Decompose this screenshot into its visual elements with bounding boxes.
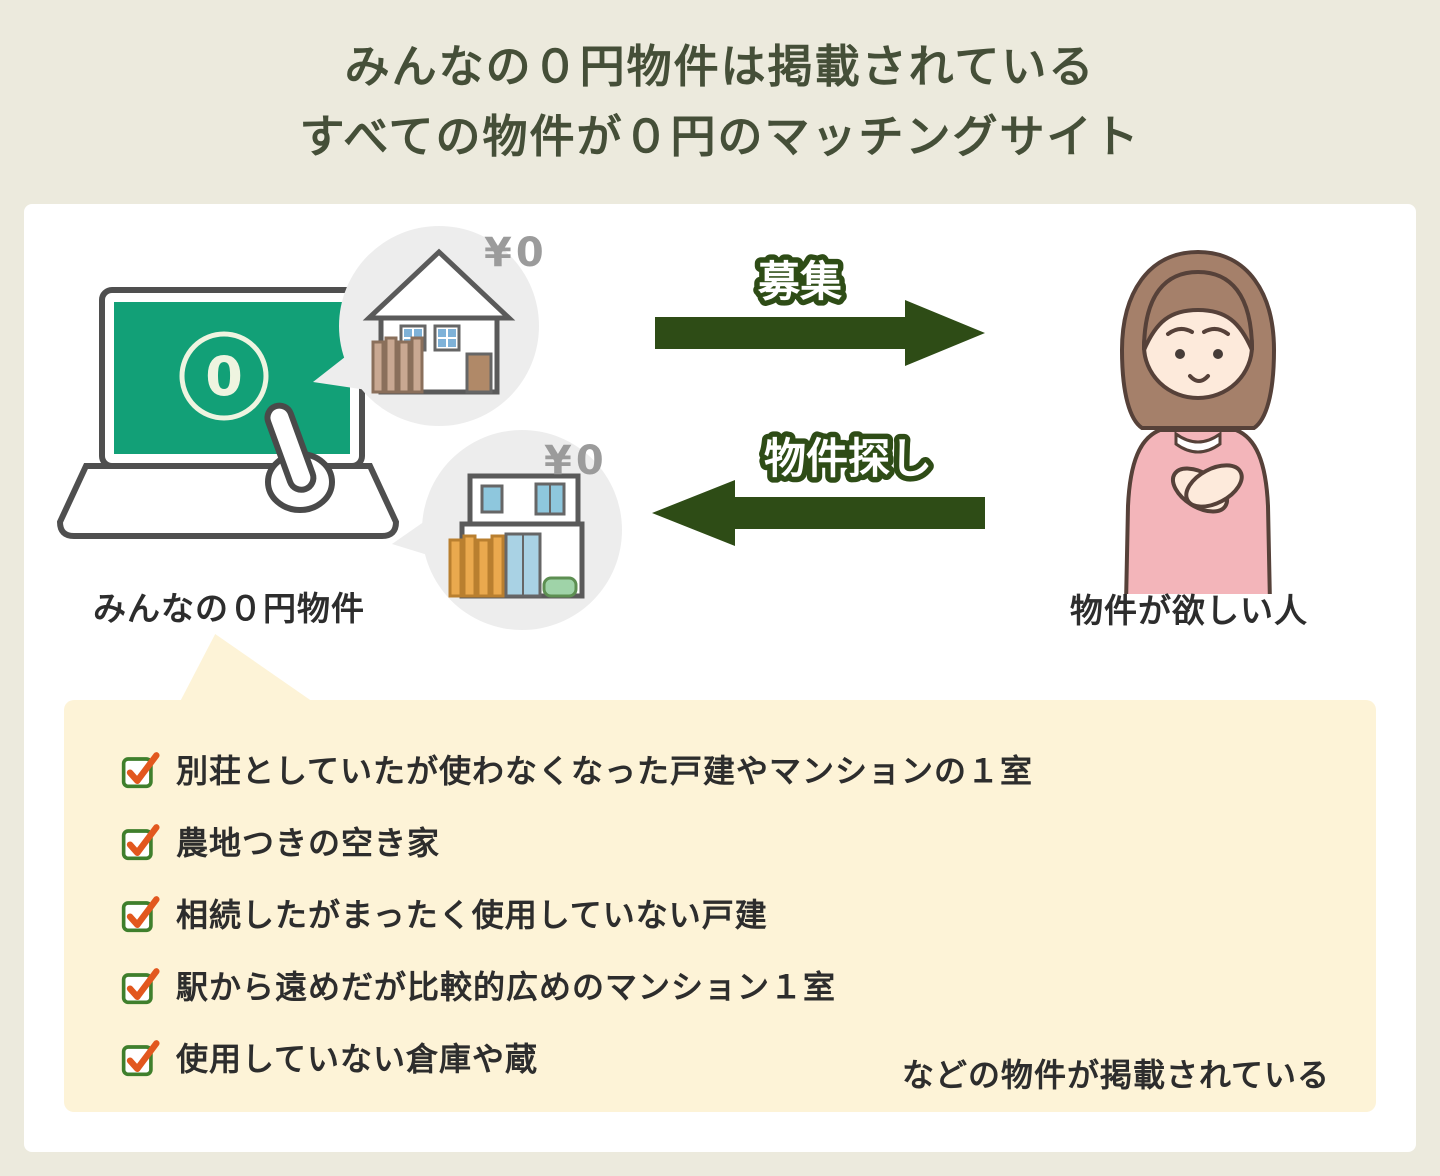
checklist-footer: などの物件が掲載されている <box>901 1056 1330 1094</box>
hand-cursor-icon <box>264 402 335 513</box>
arrow-left-label-text: 物件探し <box>764 434 932 483</box>
hands-clasped <box>1171 463 1244 514</box>
checklist-bubble-tail <box>178 634 316 704</box>
price-label-top: ¥0 <box>484 230 548 276</box>
checklist-box: 別荘としていたが使わなくなった戸建やマンションの１室 農地つきの空き家 相続した… <box>64 700 1376 1112</box>
eye-right <box>1213 349 1223 359</box>
laptop-illustration: 0 <box>56 287 400 539</box>
arrow-right-label: 募集 <box>751 252 847 312</box>
building-window-small <box>480 484 504 514</box>
detached-house-icon <box>362 248 516 395</box>
arrow-left <box>652 480 985 546</box>
checklist-item-text: 農地つきの空き家 <box>176 824 441 862</box>
house-bubble-bottom <box>392 430 622 630</box>
checkbox-icon <box>121 1040 160 1077</box>
checklist-item-text: 駅から遠めだが比較的広めのマンション１室 <box>176 968 837 1006</box>
woman-illustration <box>1119 249 1277 594</box>
diagram-card: 0 <box>24 204 1416 1152</box>
collar <box>1174 431 1222 454</box>
checkbox-icon <box>121 752 160 789</box>
house-window-right <box>433 324 461 352</box>
mouth <box>1188 374 1210 383</box>
house-bubble-top <box>313 226 539 426</box>
arrow-left-label: 物件探し <box>758 429 937 489</box>
arrow-right-label-text: 募集 <box>757 257 842 306</box>
price-label-bottom: ¥0 <box>544 438 608 484</box>
page-title-line2: すべての物件が０円のマッチングサイト <box>299 109 1141 163</box>
zero-circle <box>179 331 269 421</box>
planter-icon <box>542 576 578 598</box>
screen-zero-text: 0 <box>205 345 243 408</box>
house-door <box>465 352 493 394</box>
page-title: みんなの０円物件は掲載されている すべての物件が０円のマッチングサイト <box>0 32 1440 172</box>
page-title-line1: みんなの０円物件は掲載されている <box>344 40 1096 93</box>
house-fence <box>371 336 424 394</box>
building-door-window <box>504 532 542 598</box>
checkbox-icon <box>121 896 160 933</box>
hair-bangs <box>1142 269 1254 351</box>
checklist-item-text: 相続したがまったく使用していない戸建 <box>176 896 768 934</box>
laptop-base <box>56 463 400 539</box>
checkbox-icon <box>121 824 160 861</box>
checklist-item: 農地つきの空き家 <box>120 818 1336 864</box>
checklist-item: 相続したがまったく使用していない戸建 <box>120 890 1336 936</box>
eye-left <box>1175 349 1185 359</box>
checklist-item: 別荘としていたが使わなくなった戸建やマンションの１室 <box>120 746 1336 792</box>
building-window-upper <box>534 482 566 516</box>
eyebrow-right <box>1202 327 1230 336</box>
checklist-item: 使用していない倉庫や蔵 <box>120 1034 1336 1080</box>
laptop-screen <box>114 302 350 454</box>
sweater-body <box>1124 428 1272 594</box>
checklist-item: 駅から遠めだが比較的広めのマンション１室 <box>120 962 1336 1008</box>
site-label: みんなの０円物件 <box>93 589 365 628</box>
checklist-items: 別荘としていたが使わなくなった戸建やマンションの１室 農地つきの空き家 相続した… <box>64 700 1376 1080</box>
checkbox-icon <box>121 968 160 1005</box>
building-fence <box>448 534 505 598</box>
modern-building-icon <box>448 473 585 599</box>
eyebrow-left <box>1166 327 1194 336</box>
person-label: 物件が欲しい人 <box>1070 591 1308 630</box>
checklist-item-text: 使用していない倉庫や蔵 <box>176 1040 539 1078</box>
checklist-item-text: 別荘としていたが使わなくなった戸建やマンションの１室 <box>176 752 1034 790</box>
